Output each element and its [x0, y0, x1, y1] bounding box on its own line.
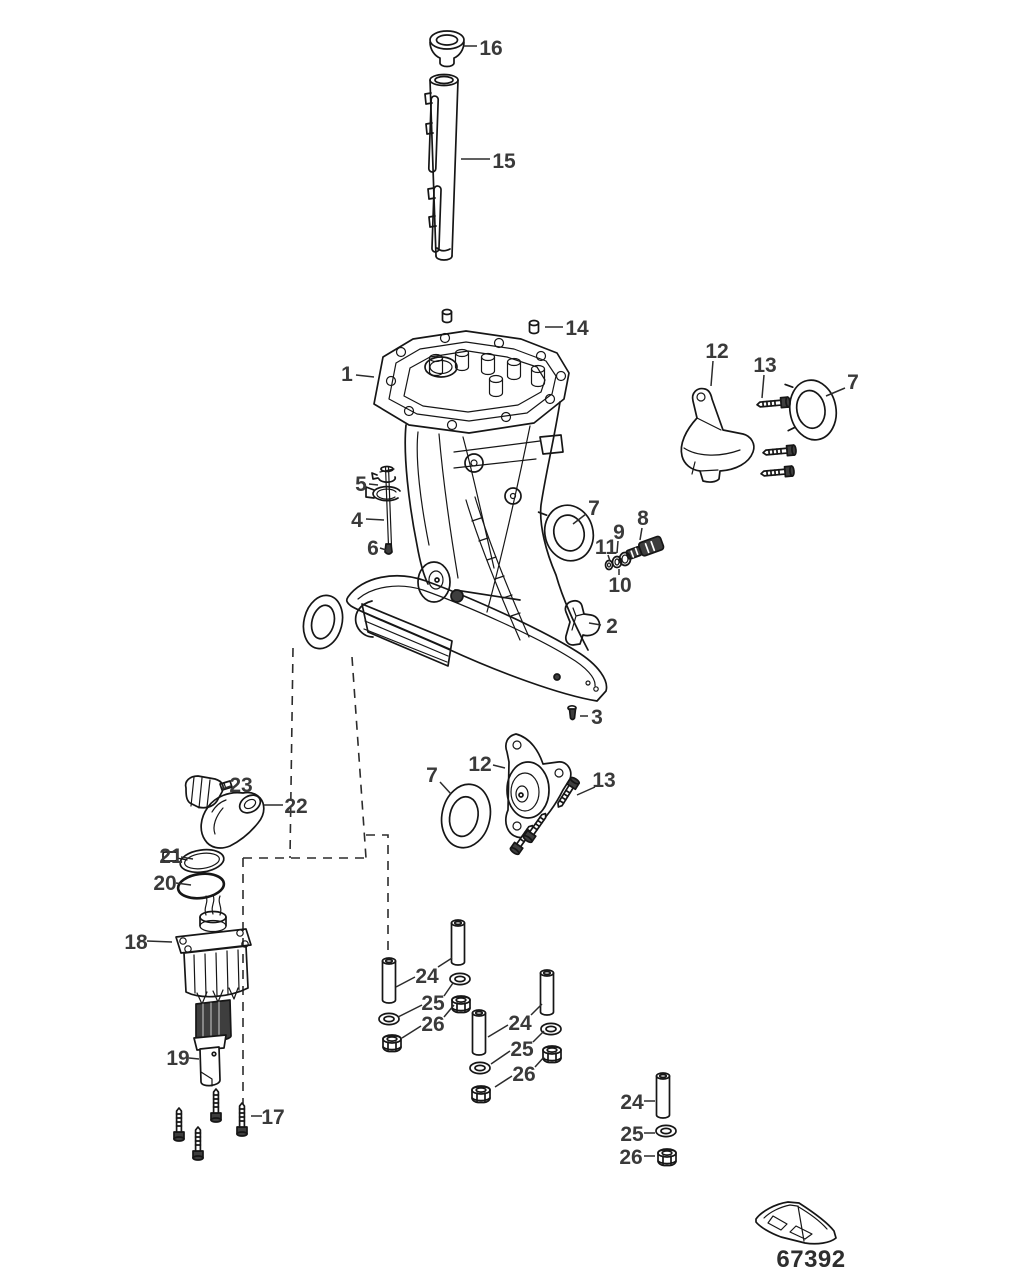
callout-24-b: 24: [508, 1012, 532, 1035]
callout-8: 8: [637, 507, 649, 530]
part-anode-bracket: [564, 599, 601, 646]
callout-25-a: 25: [421, 992, 445, 1015]
rod-tip: [384, 543, 393, 555]
part-seal-middle: [537, 504, 595, 562]
callout-2: 2: [606, 615, 618, 638]
callout-26-a: 26: [421, 1013, 444, 1036]
callout-24-c: 24: [620, 1091, 644, 1114]
part-seal-left: [302, 594, 344, 650]
fitting: [625, 535, 665, 560]
part-actuator-shaft: [193, 1034, 227, 1087]
part-clamp-ring: [162, 848, 225, 874]
flange-bolt-bosses: [385, 332, 567, 431]
callout-26-c: 26: [619, 1146, 642, 1169]
part-driveshaft-housing: [345, 330, 608, 702]
callout-18: 18: [124, 931, 148, 954]
callout-14: 14: [565, 317, 589, 340]
callout-16: 16: [479, 37, 502, 60]
callout-17: 17: [261, 1106, 284, 1129]
part-vent-plugs: [441, 308, 540, 335]
part-o-ring: [176, 872, 226, 900]
part-grommet: [429, 30, 465, 68]
callout-3: 3: [591, 706, 603, 729]
leader-lines: [146, 45, 846, 1157]
part-upper-mount: [680, 387, 755, 483]
part-fitting-and-washers: [604, 535, 665, 571]
callout-9: 9: [613, 521, 625, 544]
callout-labels: 16 15 1 14 12 13 7 5 4 6 7 8 9 11 10 2 3…: [124, 37, 859, 1169]
callout-7-upper: 7: [847, 371, 859, 394]
callout-7-lower: 7: [426, 764, 438, 787]
callout-24-a: 24: [415, 965, 439, 988]
callout-6: 6: [367, 537, 379, 560]
part-actuator-bolts: [173, 1088, 248, 1161]
callout-21: 21: [159, 845, 183, 868]
part-screw: [567, 704, 577, 721]
part-seal-upper-right: [784, 379, 838, 441]
callout-12-lower: 12: [468, 753, 491, 776]
callout-10: 10: [608, 574, 631, 597]
callout-25-c: 25: [620, 1123, 644, 1146]
callout-5: 5: [355, 473, 367, 496]
part-elbow-boot: [200, 791, 265, 849]
callout-4: 4: [351, 509, 363, 532]
callout-22: 22: [284, 795, 307, 818]
callout-15: 15: [492, 150, 516, 173]
callout-20: 20: [153, 872, 176, 895]
part-shift-rod-assembly: [365, 465, 401, 555]
part-driveshaft-tube: [424, 73, 459, 261]
part-hose-clamp: [184, 775, 233, 809]
callout-13-lower: 13: [592, 769, 615, 792]
part-shift-actuator: [175, 894, 252, 1043]
callout-11: 11: [595, 536, 618, 559]
callout-19: 19: [166, 1047, 189, 1070]
callout-12-upper: 12: [705, 340, 728, 363]
boat-icon: [755, 1201, 837, 1245]
dashed-reference-lines: [242, 647, 389, 1105]
callout-26-b: 26: [512, 1063, 535, 1086]
callout-7-middle: 7: [588, 497, 600, 520]
part-seal-lower: [440, 783, 492, 849]
callout-25-b: 25: [510, 1038, 534, 1061]
callout-13-upper: 13: [753, 354, 776, 377]
diagram-number: 67392: [776, 1246, 845, 1273]
callout-23: 23: [229, 774, 252, 797]
callout-1: 1: [341, 363, 353, 386]
part-stud-washer-nut-group-c: [655, 1072, 677, 1167]
